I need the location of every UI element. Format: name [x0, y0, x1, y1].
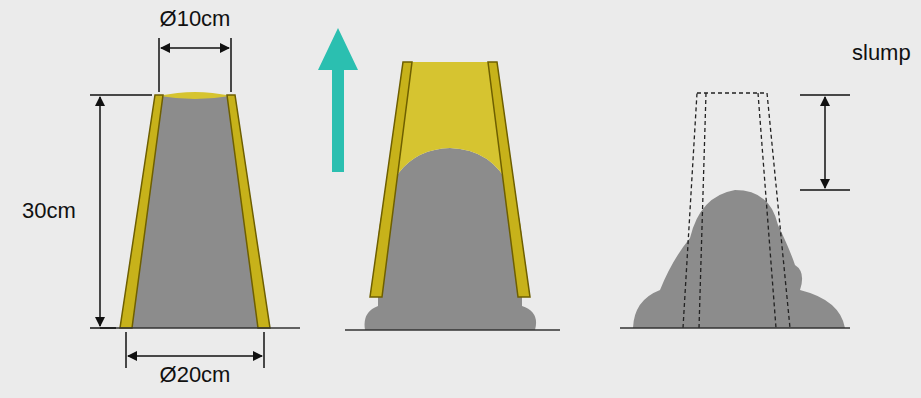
height-dimension: 30cm	[22, 198, 76, 223]
slumped-concrete	[620, 93, 850, 328]
diameter-dimension: Ø10cm	[160, 6, 231, 31]
diameter-dimension: Ø20cm	[160, 362, 231, 387]
dimension-lines	[90, 38, 264, 368]
lifting-cone	[318, 28, 560, 330]
lift-arrow	[318, 28, 358, 172]
slump-label: slump	[852, 40, 911, 65]
slump-dimension	[800, 95, 850, 190]
filled-cone	[100, 92, 300, 328]
